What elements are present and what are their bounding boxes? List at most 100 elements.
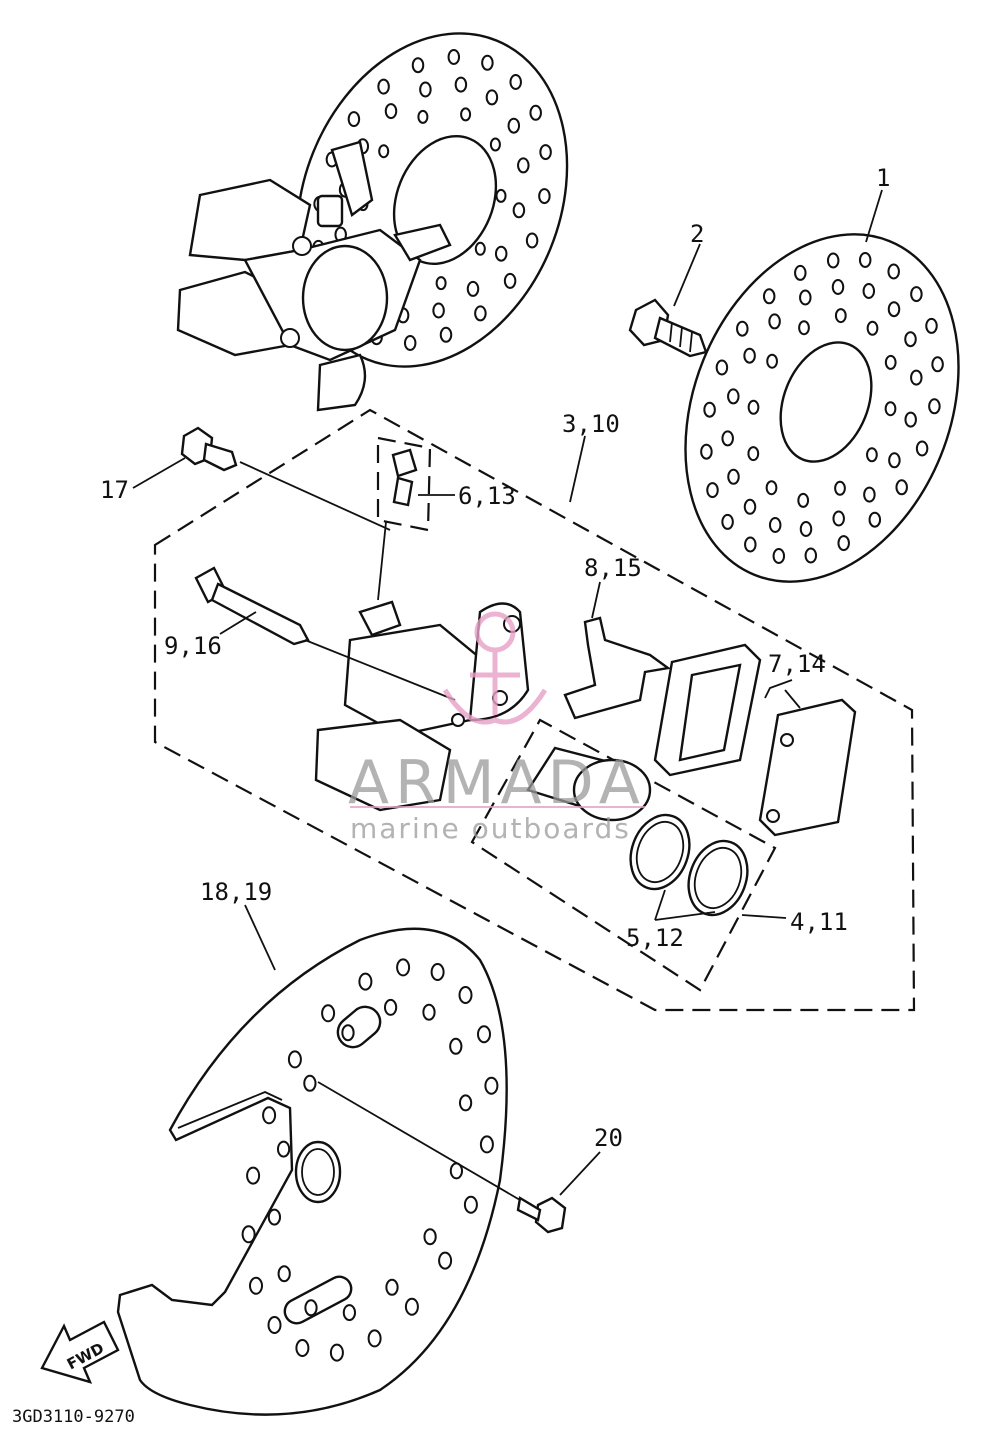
watermark-subtitle: marine outboards: [350, 812, 631, 845]
disc-hole: [904, 411, 917, 428]
disc-hole: [799, 289, 812, 306]
disc-hole: [512, 202, 526, 219]
disc-hole: [743, 498, 757, 515]
disc-hole: [509, 74, 522, 90]
disc-hole: [931, 356, 944, 373]
disc-hole: [447, 49, 461, 65]
disc-hole: [794, 264, 807, 281]
disc-hole: [887, 263, 900, 280]
disc-hole: [489, 137, 501, 152]
assembled-disc-caliper: [176, 32, 569, 412]
disc-hole: [267, 1208, 282, 1226]
disc-hole: [895, 479, 908, 496]
disc-hole: [887, 301, 901, 318]
disc-hole: [241, 1225, 256, 1244]
disc-hole: [503, 272, 517, 289]
disc-hole: [422, 1003, 436, 1021]
disc-hole: [485, 89, 499, 106]
disc-hole: [411, 57, 425, 74]
pad-spring-8: [563, 616, 672, 720]
disc-hole: [342, 1304, 357, 1322]
bleeder-6: [377, 448, 418, 601]
disc-hole: [347, 111, 361, 128]
disc-hole: [304, 1299, 318, 1317]
disc-hole: [744, 536, 757, 553]
disc-hole: [517, 157, 530, 174]
disc-hole: [449, 1037, 463, 1055]
disc-hole: [525, 232, 539, 249]
disc-hole: [772, 548, 786, 564]
disc-hole: [403, 335, 417, 351]
disc-hole: [495, 188, 507, 203]
disc-hole: [747, 399, 760, 415]
disc-hole: [884, 354, 897, 370]
disc-hole: [341, 1024, 355, 1042]
disc-hole: [863, 486, 876, 503]
disc-hole: [529, 104, 542, 121]
disc-hole: [884, 401, 897, 417]
disc-hole: [727, 468, 740, 485]
disc-hole: [262, 1106, 277, 1125]
disc-hole: [383, 998, 398, 1016]
disc-hole: [925, 317, 938, 334]
disc-hole: [474, 305, 487, 322]
callout-9-16: 9,16: [164, 632, 222, 660]
disc-hole: [721, 430, 734, 447]
callout-20: 20: [594, 1124, 623, 1152]
disc-hole: [743, 347, 756, 364]
disc-hole: [703, 401, 716, 418]
callout-18-19: 18,19: [200, 878, 272, 906]
disc-hole: [799, 521, 813, 537]
disc-hole: [377, 78, 390, 95]
disc-hole: [727, 388, 740, 405]
bleeder-group-outline: [376, 436, 432, 532]
disc-hole: [762, 288, 776, 305]
brake-disc-1: [684, 233, 960, 583]
disc-hole: [804, 547, 818, 564]
bolt-17: [180, 426, 238, 472]
disc-hole: [700, 443, 713, 460]
callout-1: 1: [876, 164, 890, 192]
disc-hole: [396, 958, 411, 977]
disc-hole: [888, 452, 901, 469]
disc-hole: [458, 986, 473, 1004]
disc-hole: [430, 963, 445, 981]
disc-hole: [477, 1025, 491, 1044]
disc-hole: [866, 447, 878, 463]
disc-hole: [358, 972, 373, 991]
anchor-logo-icon: [442, 611, 548, 725]
slide-pin-9: [194, 566, 310, 646]
disc-guard-18: [116, 927, 508, 1416]
disc-hole: [249, 1276, 263, 1295]
disc-hole: [385, 1278, 399, 1296]
callout-5-12: 5,12: [626, 924, 684, 952]
brake-pads-7: [653, 643, 857, 837]
callout-6-13: 6,13: [458, 482, 516, 510]
disc-hole: [423, 1228, 437, 1246]
diagram-code: 3GD3110-9270: [12, 1407, 135, 1427]
disc-hole: [481, 54, 494, 71]
bolt-20: [516, 1196, 567, 1234]
disc-hole: [706, 482, 719, 499]
disc-hole: [766, 353, 778, 369]
disc-hole: [484, 1076, 499, 1095]
disc-hole: [303, 1074, 317, 1092]
disc-hole: [826, 252, 840, 269]
disc-hole: [384, 103, 398, 120]
piston-seals: [526, 746, 749, 917]
callout-17: 17: [100, 476, 129, 504]
disc-hole: [768, 313, 781, 330]
disc-hole: [507, 117, 521, 134]
callout-7-14: 7,14: [768, 650, 826, 678]
disc-hole: [858, 252, 872, 268]
disc-hole: [321, 1004, 336, 1023]
disc-hole: [277, 1265, 291, 1283]
disc-hole: [474, 241, 486, 256]
disc-hole: [715, 359, 729, 376]
disc-hole: [454, 76, 468, 93]
disc-hole: [246, 1166, 261, 1185]
disc-hole: [378, 144, 390, 159]
disc-hole: [267, 1316, 282, 1334]
disc-hole: [419, 81, 432, 98]
